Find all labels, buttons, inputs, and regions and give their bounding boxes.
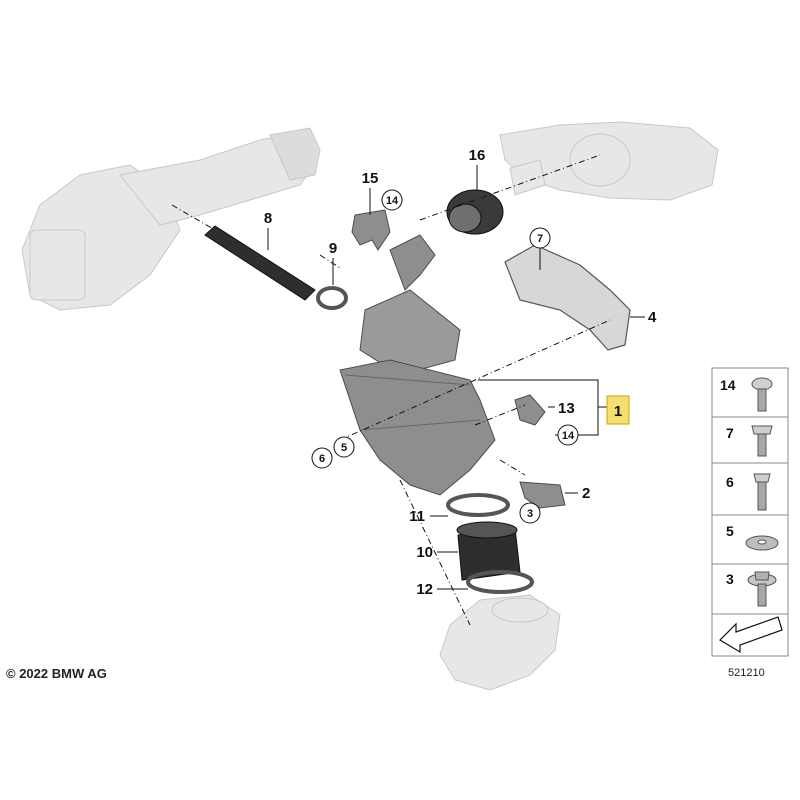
direction-arrow-icon (719, 616, 783, 654)
callout-11: 11 (409, 508, 425, 525)
svg-text:6: 6 (319, 453, 325, 465)
callout-13: 13 (558, 400, 575, 417)
diagram-number: 521210 (728, 667, 765, 679)
callout-14-top: 14 (381, 189, 403, 211)
callout-1-highlight (606, 395, 630, 425)
legend-label-5: 5 (726, 523, 734, 539)
svg-text:5: 5 (341, 442, 347, 454)
clamp-part-9[interactable] (316, 286, 348, 310)
sensor-part-13[interactable] (514, 394, 546, 426)
legend-label-3: 3 (726, 571, 734, 587)
clamp-part-12[interactable] (466, 570, 534, 594)
svg-text:3: 3 (527, 508, 533, 520)
clamp-part-11[interactable] (446, 493, 510, 517)
bracket-part-2[interactable] (519, 481, 566, 509)
hex-bolt-icon (753, 473, 771, 511)
hose-part-8[interactable] (204, 225, 316, 301)
svg-text:14: 14 (386, 195, 399, 207)
callout-15: 15 (362, 170, 379, 187)
svg-text:7: 7 (537, 233, 543, 245)
sleeve-part-10[interactable] (456, 521, 521, 581)
torx-screw-icon (751, 377, 773, 412)
callout-4: 4 (648, 309, 657, 326)
callout-3: 3 (519, 502, 541, 524)
callout-16: 16 (469, 147, 486, 164)
callout-6: 6 (311, 447, 333, 469)
callout-9: 9 (329, 240, 337, 257)
legend-label-14: 14 (720, 377, 736, 393)
ghost-throttle-body (439, 594, 561, 691)
callout-10: 10 (416, 544, 433, 561)
callout-8: 8 (264, 210, 272, 227)
intercooler-part-1[interactable] (339, 234, 496, 496)
svg-text:14: 14 (562, 430, 575, 442)
sleeve-part-16[interactable] (446, 189, 504, 235)
callout-12: 12 (416, 581, 433, 598)
legend-label-7: 7 (726, 425, 734, 441)
callout-7: 7 (529, 227, 551, 249)
callout-14-right: 14 (557, 424, 579, 446)
ghost-intake-housing (21, 127, 321, 311)
callout-5: 5 (333, 436, 355, 458)
callout-2: 2 (582, 485, 590, 502)
hardware-legend: 14 7 6 5 3 (711, 367, 789, 657)
collar-screw-icon (747, 571, 777, 607)
legend-label-6: 6 (726, 474, 734, 490)
hex-screw-icon (751, 425, 773, 457)
bracket-part-15[interactable] (351, 209, 391, 251)
copyright-text: © 2022 BMW AG (6, 666, 107, 681)
bracket-part-4[interactable] (504, 244, 631, 351)
callout-1: 1 (614, 403, 622, 420)
ghost-turbocharger (499, 121, 719, 201)
washer-icon (745, 535, 779, 551)
